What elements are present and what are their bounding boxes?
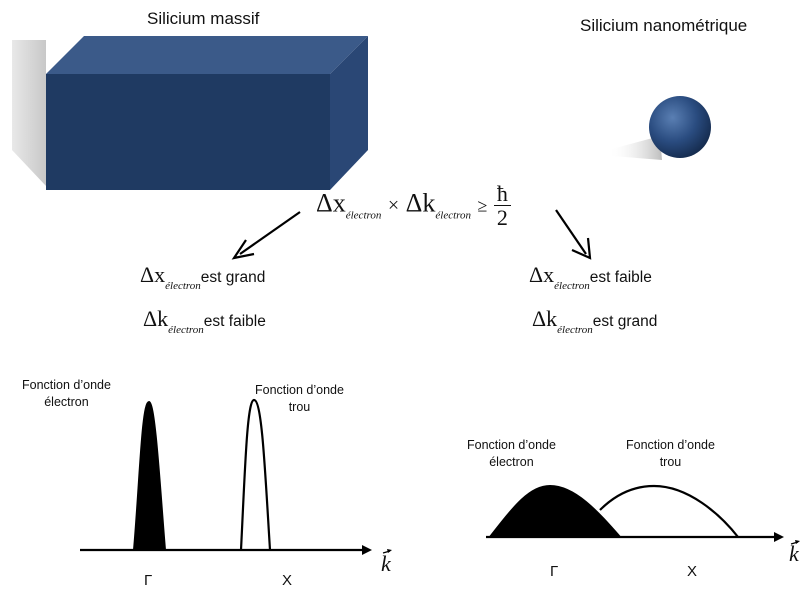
bulk-silicon-block [12, 36, 368, 190]
left-dx-sub: électron [165, 280, 201, 292]
right-hole-label-line2: trou [659, 454, 682, 469]
left-dk-symbol: Δk [143, 306, 169, 331]
eq-dk: Δk [405, 188, 436, 218]
right-dk-symbol: Δk [532, 306, 558, 331]
left-electron-label: Fonction d’onde électron [22, 377, 111, 411]
left-electron-wavefunction [132, 400, 167, 551]
right-electron-label: Fonction d’onde électron [467, 437, 556, 471]
eq-dx-sub: électron [345, 209, 382, 222]
left-k-vector-head [387, 549, 392, 553]
left-k-axis-label: k [381, 551, 391, 576]
left-statement-dx: Δxélectronest grand [140, 262, 265, 292]
left-dx-text: est grand [200, 269, 266, 286]
sphere [649, 96, 711, 158]
right-hole-wavefunction [599, 484, 739, 538]
right-gamma-label: Γ [550, 563, 559, 580]
left-electron-label-line2: électron [44, 394, 89, 409]
bulk-title: Silicium massif [147, 9, 260, 28]
left-statement-dk: Δkélectronest faible [143, 306, 266, 336]
left-dk-sub: électron [168, 324, 204, 336]
sphere-shadow [608, 136, 662, 160]
bulk-top-face [46, 36, 368, 74]
left-gamma-label: Γ [144, 572, 153, 589]
eq-dx: Δx [316, 188, 346, 218]
bulk-shadow [12, 40, 46, 186]
eq-times: × [387, 194, 400, 217]
right-statement-dk: Δkélectronest grand [532, 306, 657, 336]
nano-silicon-sphere [608, 96, 711, 160]
nano-title: Silicium nanométrique [580, 16, 748, 35]
right-dk-sub: électron [557, 324, 593, 336]
eq-two: 2 [496, 205, 508, 231]
left-plot [80, 398, 392, 555]
uncertainty-equation: Δxélectron × Δkélectron ≥ ħ 2 [316, 182, 511, 229]
eq-dk-sub: électron [435, 209, 472, 222]
right-electron-label-line2: électron [489, 454, 534, 469]
right-electron-wavefunction [487, 484, 623, 538]
left-dx-symbol: Δx [140, 262, 166, 287]
right-hole-label: Fonction d’onde trou [626, 437, 715, 471]
right-dx-text: est faible [589, 269, 652, 286]
arrow-right [555, 209, 592, 260]
right-statement-dx: Δxélectronest faible [529, 262, 652, 292]
eq-geq: ≥ [477, 195, 488, 216]
left-x-label: X [282, 572, 293, 589]
left-hole-wavefunction [239, 398, 272, 551]
left-hole-label-line2: trou [288, 399, 311, 414]
arrow-left [231, 211, 301, 260]
left-hole-label-line1: Fonction d’onde [255, 383, 344, 397]
right-x-label: X [687, 563, 698, 580]
right-k-axis-label: k [789, 541, 799, 566]
right-dx-sub: électron [554, 280, 590, 292]
right-dx-symbol: Δx [529, 262, 555, 287]
right-plot [486, 484, 800, 545]
left-hole-label: Fonction d’onde trou [255, 382, 344, 416]
right-hole-label-line1: Fonction d’onde [626, 438, 715, 452]
left-electron-label-line1: Fonction d’onde [22, 378, 111, 392]
bulk-side-face [330, 36, 368, 190]
right-dk-text: est grand [592, 313, 658, 330]
bulk-front-face [46, 74, 330, 190]
eq-hbar: ħ [493, 182, 511, 207]
left-axis-arrowhead [362, 545, 372, 555]
right-electron-label-line1: Fonction d’onde [467, 438, 556, 452]
right-axis-arrowhead [774, 532, 784, 542]
left-dk-text: est faible [203, 313, 266, 330]
eq-fraction: ħ 2 [493, 182, 511, 231]
right-k-vector-head [795, 540, 800, 544]
